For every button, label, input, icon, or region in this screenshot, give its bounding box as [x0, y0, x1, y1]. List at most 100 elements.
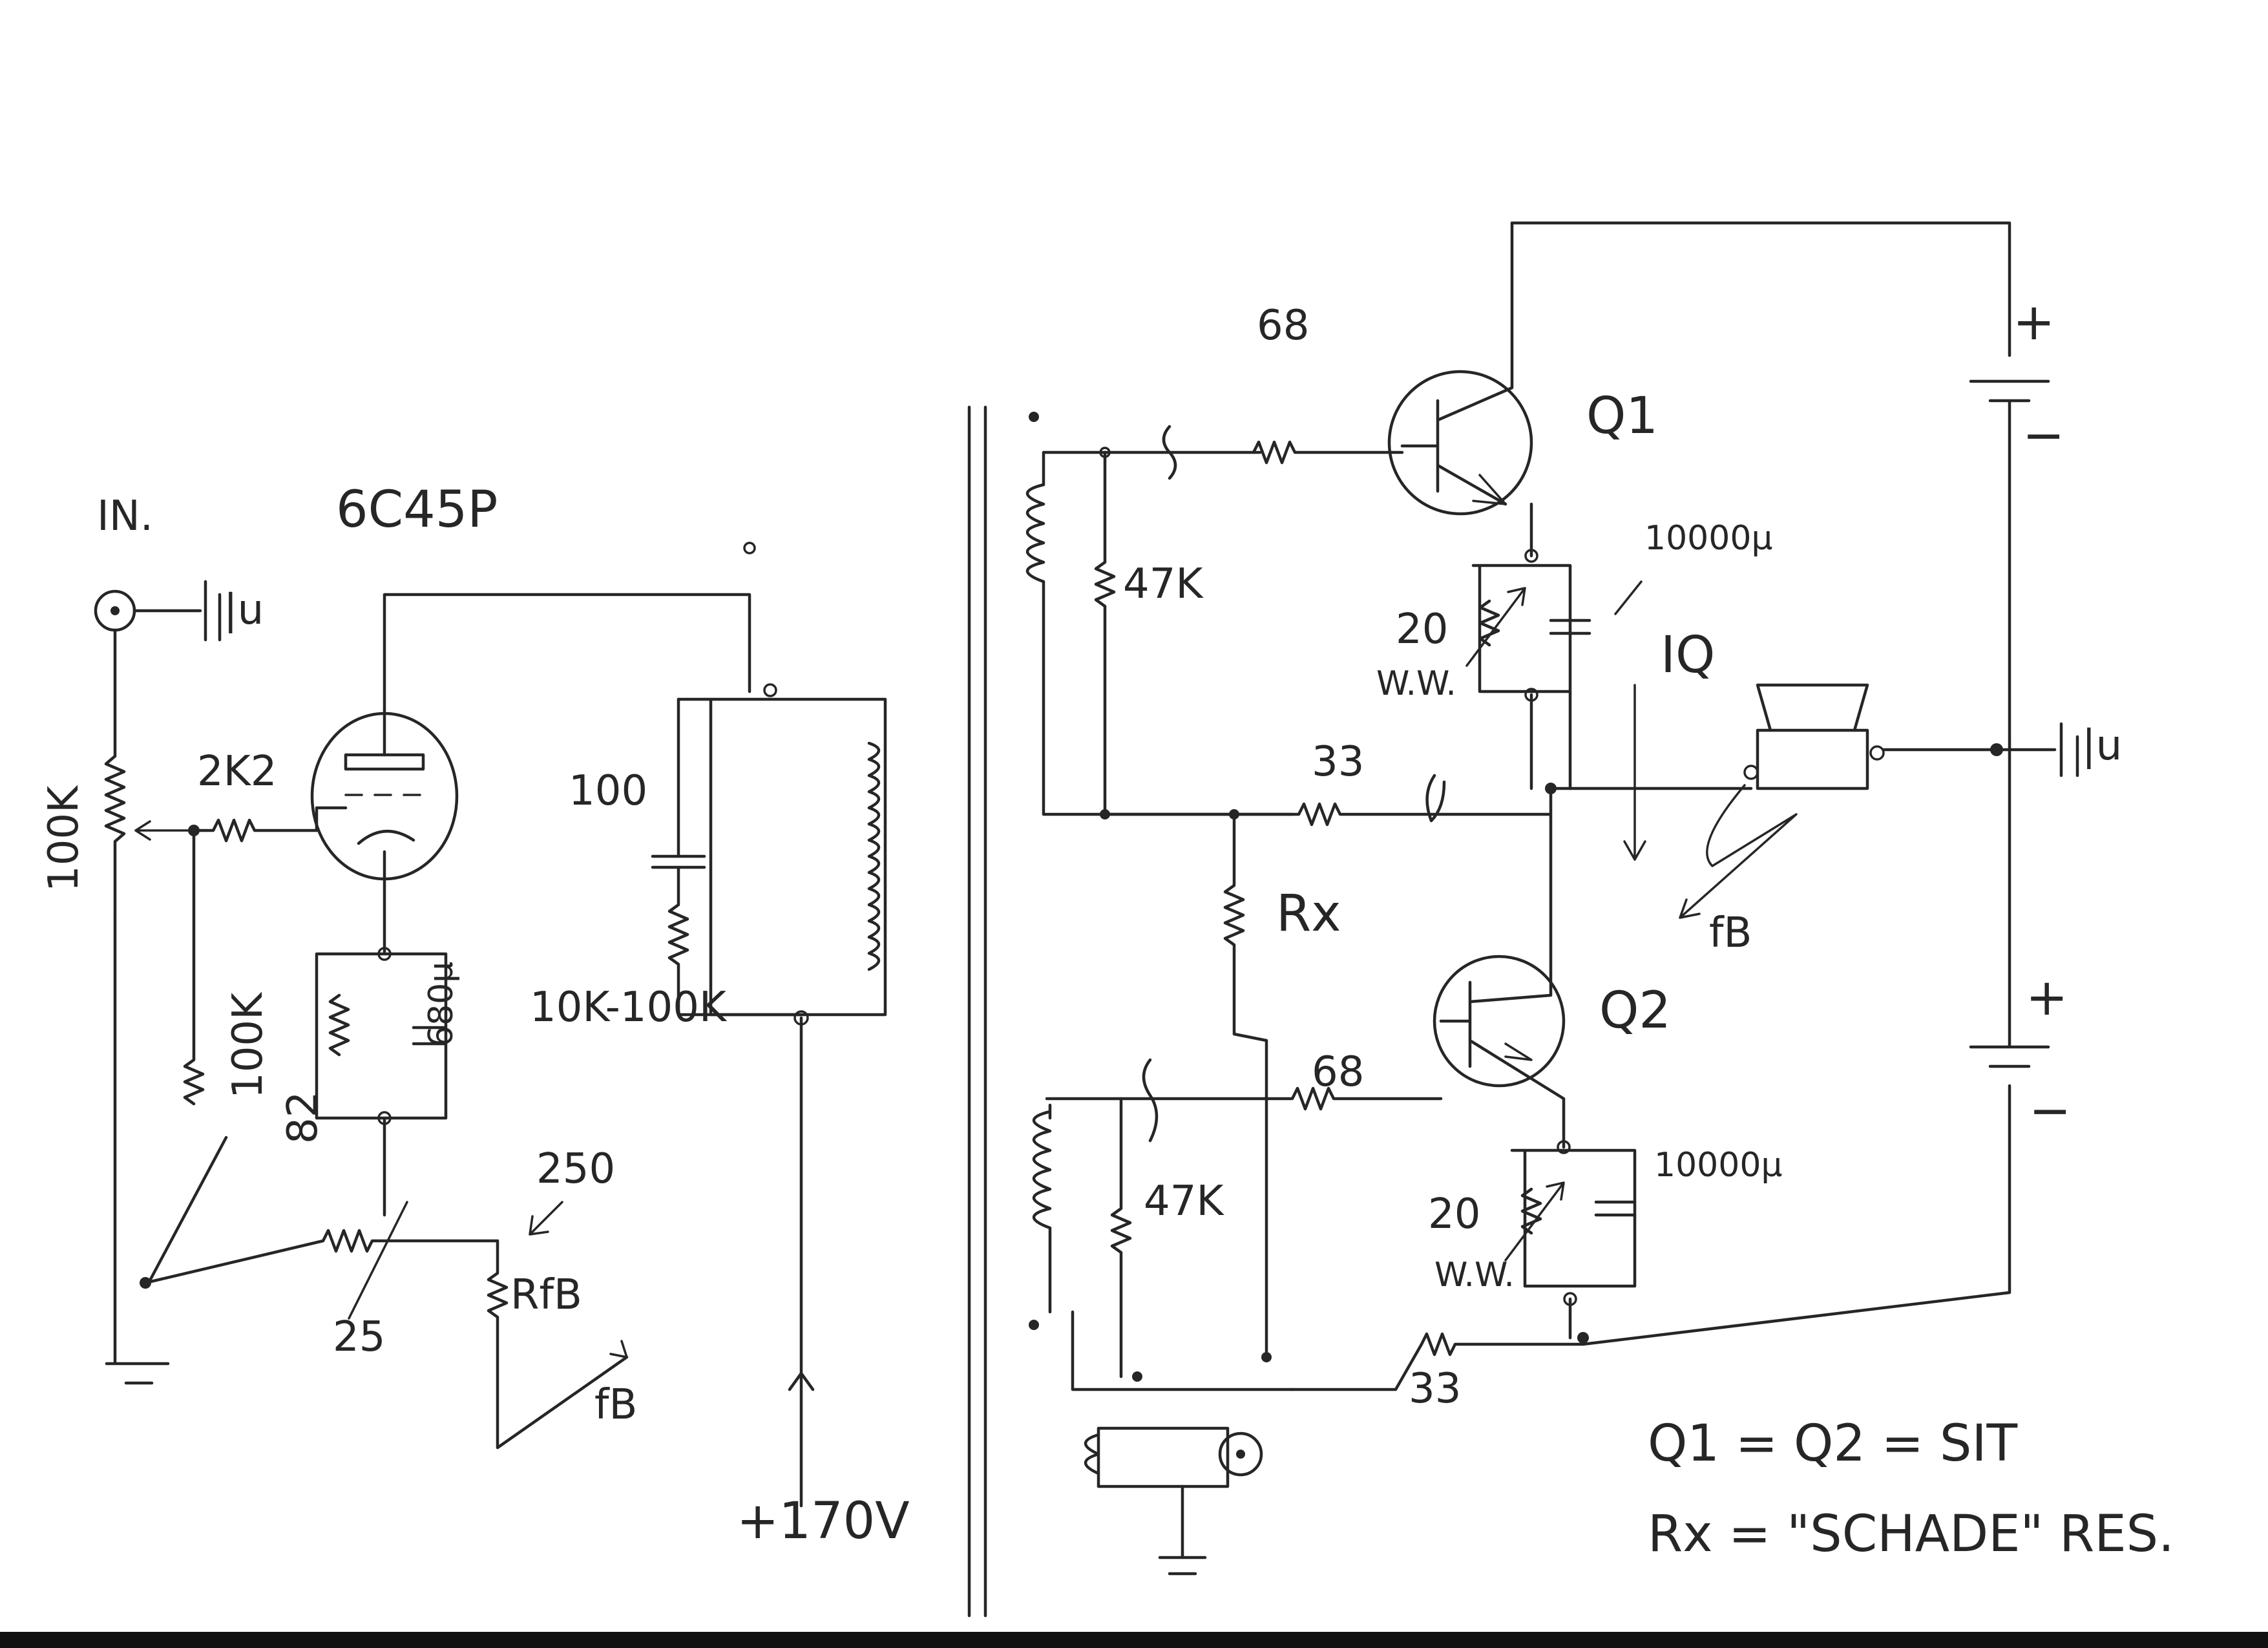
- center-ferrite-bead: [1425, 774, 1446, 823]
- input-ground-symbol: [132, 580, 222, 642]
- bottom-feedback-resistor: [1290, 1084, 2011, 1391]
- output-ground-symbol: [1995, 722, 2079, 777]
- feedback-pot: [487, 1239, 629, 1450]
- grid-resistor: [192, 818, 319, 843]
- right-fb-label: fB: [1709, 909, 1752, 957]
- series-pot: [143, 1229, 499, 1285]
- plate-wire: [383, 593, 751, 757]
- q1-cap-label: 10000μ: [1644, 519, 1773, 558]
- plate-load-box: [677, 697, 887, 1017]
- q2-pot-arrow: [1504, 1181, 1565, 1262]
- plate-resistor-label: 10K-100K: [530, 984, 728, 1031]
- q1-emitter-junction: [1524, 549, 1538, 563]
- left-tube-stage: IN. |u 100K 2K2 6C45P 82 680μ: [40, 481, 910, 1550]
- input-pot-label: 100K: [40, 785, 88, 892]
- top-feedback-resistor: [1103, 802, 1553, 827]
- input-pot-wiper-arrow: [134, 820, 195, 841]
- input-pot-resistor: [104, 754, 126, 920]
- tube-cathode: [357, 830, 415, 845]
- bottom-base-resistor: [1045, 1086, 1443, 1111]
- grid-lead: [315, 806, 348, 832]
- q2-leads: [1439, 787, 1566, 1101]
- speaker-feedback-arrow: [1679, 784, 1798, 919]
- cathode-capacitor: [412, 1026, 448, 1046]
- bottom-ferrite-bead: [1142, 1058, 1159, 1143]
- bottom-batt-minus: −: [2029, 1082, 2071, 1140]
- speaker-terminal-right: [1869, 745, 1885, 761]
- q2-ww-label: W.W.: [1434, 1256, 1515, 1294]
- cathode-resistor: [328, 993, 350, 1057]
- output-jack-pin: [1236, 1450, 1245, 1459]
- top-winding-dot: [1029, 412, 1039, 422]
- input-ground-mark: |u: [224, 586, 264, 634]
- top-bias-label: 47K: [1123, 560, 1204, 608]
- q2-transistor-icon: [1433, 955, 1566, 1088]
- rx-resistor: [1223, 812, 1268, 1359]
- supply-wire: [788, 1016, 815, 1508]
- q2-cap-label: 10000μ: [1654, 1146, 1783, 1185]
- feedback-pot-name: RfB: [510, 1271, 582, 1319]
- q2-label: Q2: [1599, 982, 1671, 1040]
- q1-pot-label: 20: [1396, 606, 1448, 653]
- q1-leads: [1400, 221, 1514, 506]
- plate-cap-resistor-branch: [667, 697, 803, 1017]
- feedback-wire: [147, 1136, 228, 1285]
- bottom-bias-label: 47K: [1144, 1178, 1224, 1225]
- iq-arrow: [1623, 684, 1646, 861]
- bottom-base-resistor-label: 68: [1312, 1048, 1364, 1096]
- q1-label: Q1: [1586, 387, 1658, 445]
- q2-emitter-pot: [1520, 1187, 1542, 1235]
- feedback-pot-wiper-arrow: [529, 1201, 563, 1236]
- ground-symbol-icon: [105, 916, 170, 1385]
- q1-emitter-arrow: [1472, 474, 1507, 505]
- top-battery-icon: [1969, 379, 2050, 742]
- output-jack-loop: [1097, 1426, 1230, 1488]
- feedback-pot-arrow: [609, 1340, 628, 1358]
- output-ground-mark: |u: [2082, 722, 2122, 770]
- tube-label: 6C45P: [336, 481, 498, 539]
- output-coupling-winding: [1084, 1433, 1100, 1475]
- positive-rail-top: [1510, 221, 2011, 357]
- bottom-winding-dot: [1029, 1320, 1039, 1330]
- top-feedback-label: 33: [1312, 738, 1364, 786]
- bottom-bias-resistor: [1110, 1097, 1132, 1379]
- bottom-winding-return: [1071, 1310, 1294, 1391]
- plate-cap-label: 100: [569, 767, 647, 815]
- cathode-resistor-label: 82: [279, 1092, 327, 1144]
- plate-junction: [763, 683, 777, 697]
- note-line-2: Rx = "SCHADE" RES.: [1648, 1505, 2174, 1563]
- feedback-resistor-label: 100K: [224, 991, 272, 1099]
- supply-label: +170V: [737, 1492, 910, 1550]
- q2-pot-label: 20: [1428, 1190, 1480, 1238]
- note-line-1: Q1 = Q2 = SIT: [1648, 1415, 2017, 1473]
- top-terminal: [743, 542, 756, 555]
- bottom-left-node: [1132, 1371, 1142, 1382]
- top-bias-resistor: [1094, 450, 1116, 816]
- top-input-winding: [1026, 483, 1045, 584]
- bottom-input-winding: [1033, 1103, 1052, 1314]
- rx-bottom-node: [1261, 1352, 1272, 1362]
- output-jack-ground-icon: [1158, 1484, 1207, 1576]
- q1-to-output-wire: [1529, 690, 1572, 790]
- plate-capacitor: [651, 854, 706, 869]
- grid-resistor-label: 2K2: [197, 748, 277, 796]
- output-jack-icon: [1218, 1431, 1263, 1477]
- q2-emitter-junction: [1557, 1140, 1571, 1154]
- feedback-resistor: [183, 829, 205, 1106]
- q1-cap-pointer: [1614, 580, 1643, 615]
- top-base-resistor: [1252, 440, 1404, 465]
- q1-ww-label: W.W.: [1376, 664, 1456, 703]
- iq-label: IQ: [1661, 626, 1715, 684]
- top-batt-minus: −: [2022, 407, 2064, 465]
- feedback-pot-value: 250: [536, 1145, 615, 1193]
- bottom-feedback-label: 33: [1409, 1365, 1461, 1413]
- right-sit-stage: 47K 68 Q1 + − 10000μ 20 W.W. IQ 33: [1026, 221, 2174, 1576]
- q1-pot-arrow: [1465, 587, 1526, 667]
- top-base-resistor-label: 68: [1257, 302, 1309, 350]
- input-jack-pin: [110, 606, 120, 615]
- center-left-node: [1100, 809, 1110, 819]
- bottom-return-node: [1577, 1332, 1589, 1344]
- cathode-network-box: [315, 952, 448, 1120]
